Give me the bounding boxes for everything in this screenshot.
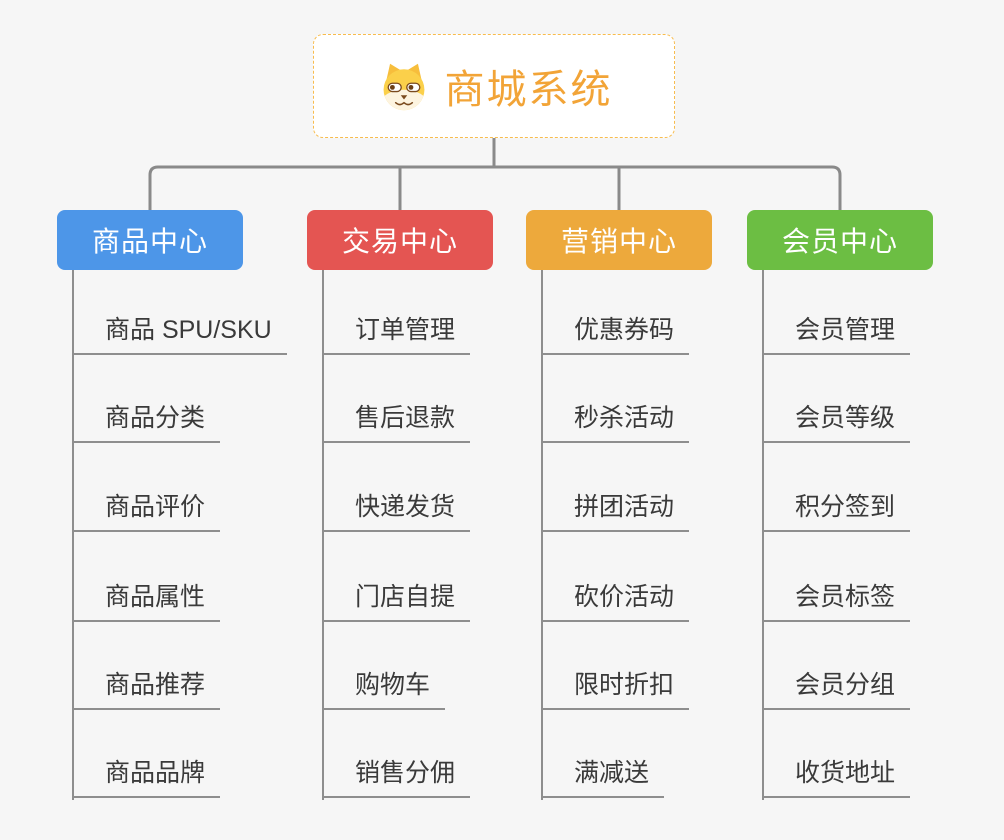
leaf-node[interactable]: 订单管理	[322, 313, 471, 355]
leaf-node[interactable]: 收货地址	[762, 756, 911, 798]
leaf-node[interactable]: 会员分组	[762, 668, 911, 710]
leaf-node[interactable]: 积分签到	[762, 490, 911, 532]
leaf-node[interactable]: 拼团活动	[541, 490, 690, 532]
leaf-node[interactable]: 销售分佣	[322, 756, 471, 798]
leaf-node[interactable]: 砍价活动	[541, 580, 690, 622]
branch-column-marketing: 营销中心 优惠券码 秒杀活动 拼团活动 砍价活动 限时折扣 满减送	[526, 210, 712, 800]
leaf-node[interactable]: 购物车	[322, 668, 446, 710]
leaf-node[interactable]: 商品分类	[72, 401, 221, 443]
trunk-line	[541, 270, 543, 800]
leaf-node[interactable]: 商品评价	[72, 490, 221, 532]
root-node[interactable]: 商城系统	[313, 34, 675, 138]
branch-column-trade: 交易中心 订单管理 售后退款 快递发货 门店自提 购物车 销售分佣	[307, 210, 493, 800]
branch-bus-line	[148, 165, 842, 211]
leaf-node[interactable]: 优惠券码	[541, 313, 690, 355]
leaf-node[interactable]: 限时折扣	[541, 668, 690, 710]
root-title: 商城系统	[444, 68, 613, 112]
branch-node-marketing[interactable]: 营销中心	[526, 210, 712, 270]
trunk-line	[762, 270, 764, 800]
leaf-node[interactable]: 商品属性	[72, 580, 221, 622]
leaf-node[interactable]: 商品推荐	[72, 668, 221, 710]
trunk-line	[72, 270, 74, 800]
branch-node-product[interactable]: 商品中心	[57, 210, 243, 270]
leaf-node[interactable]: 门店自提	[322, 580, 471, 622]
branch-node-member[interactable]: 会员中心	[747, 210, 933, 270]
leaf-node[interactable]: 售后退款	[322, 401, 471, 443]
branch-column-product: 商品中心 商品 SPU/SKU 商品分类 商品评价 商品属性 商品推荐 商品品牌	[57, 210, 287, 800]
branch-node-trade[interactable]: 交易中心	[307, 210, 493, 270]
leaf-node[interactable]: 商品 SPU/SKU	[72, 313, 287, 355]
trunk-line	[322, 270, 324, 800]
leaf-node[interactable]: 满减送	[541, 756, 665, 798]
branch-column-member: 会员中心 会员管理 会员等级 积分签到 会员标签 会员分组 收货地址	[747, 210, 933, 800]
leaf-node[interactable]: 秒杀活动	[541, 401, 690, 443]
leaf-node[interactable]: 会员等级	[762, 401, 911, 443]
leaf-node[interactable]: 商品品牌	[72, 756, 221, 798]
leaf-node[interactable]: 会员标签	[762, 580, 911, 622]
leaf-node[interactable]: 会员管理	[762, 313, 911, 355]
shiba-dog-icon	[383, 63, 424, 111]
leaf-node[interactable]: 快递发货	[322, 490, 471, 532]
